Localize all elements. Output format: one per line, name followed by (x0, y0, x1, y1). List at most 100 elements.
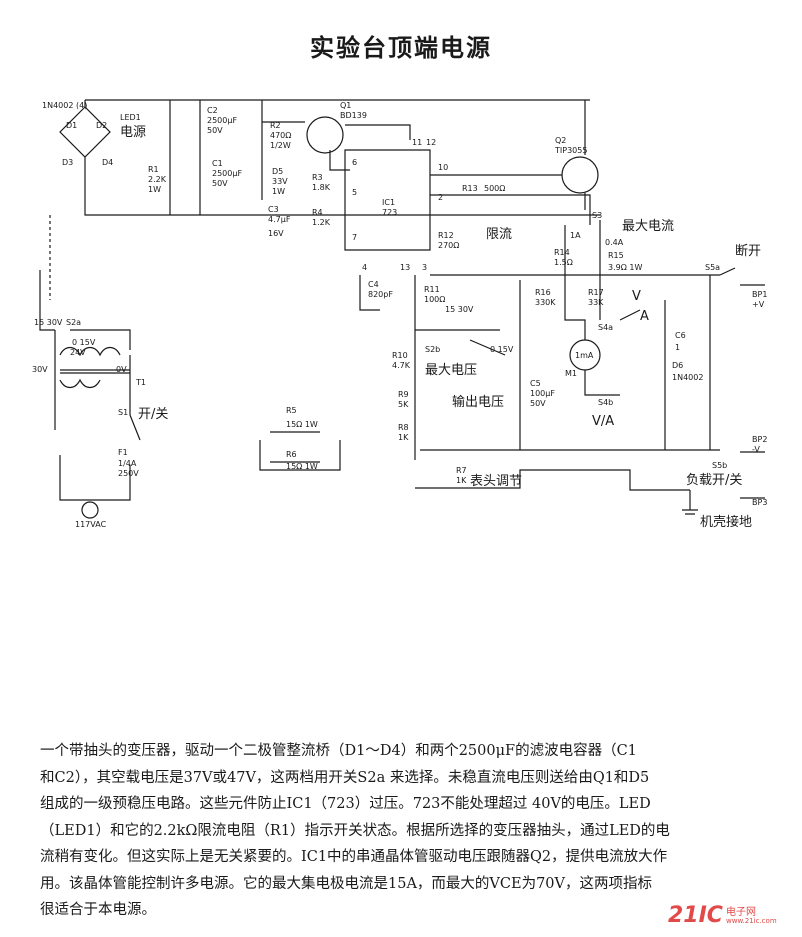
watermark-logo: 21IC 电子网 www.21ic.com (668, 901, 788, 931)
label-q2-part: TIP3055 (554, 146, 587, 155)
label-c4: C4 (368, 280, 379, 289)
label-bp1-pol: +V (752, 300, 765, 309)
label-04a: 0.4A (605, 238, 624, 247)
label-r2-val1: 470Ω (270, 131, 291, 140)
label-pin-3: 3 (422, 263, 427, 272)
label-tap-0v: 0V (116, 365, 127, 374)
label-d5-val1: 33V (272, 177, 288, 186)
label-c6-val: 1 (675, 343, 680, 352)
label-c2-val1: 2500μF (207, 116, 237, 125)
label-tap-24v: 24V (70, 348, 86, 357)
watermark-cn: 电子网 (726, 907, 756, 918)
label-pin-11: 11 (412, 138, 422, 147)
label-s5b: S5b (712, 461, 727, 470)
label-r1-val2: 1W (148, 185, 161, 194)
watermark-brand: 21IC (668, 903, 723, 928)
label-meter: 1mA (575, 351, 594, 360)
label-r1: R1 (148, 165, 159, 174)
label-d5-val2: 1W (272, 187, 285, 196)
label-f1-val2: 250V (118, 469, 139, 478)
label-s1: S1 (118, 408, 128, 417)
label-s2a-volts: 15 30V (34, 318, 63, 327)
label-bp3: BP3 (752, 498, 767, 507)
label-c1: C1 (212, 159, 223, 168)
label-s4b: S4b (598, 398, 613, 407)
label-q1-part: BD139 (340, 111, 367, 120)
label-meter-adj-cn: 表头调节 (470, 474, 522, 489)
label-bp1: BP1 (752, 290, 767, 299)
label-s4a: S4a (598, 323, 613, 332)
label-pin-2: 2 (438, 193, 443, 202)
label-t1: T1 (135, 378, 146, 387)
label-pin-6: 6 (352, 158, 357, 167)
label-c3-val2: 16V (268, 229, 284, 238)
label-v: V (632, 289, 641, 304)
label-load-switch-cn: 负载开/关 (686, 473, 742, 488)
description-line: 一个带抽头的变压器，驱动一个二极管整流桥（D1～D4）和两个2500μF的滤波电… (40, 743, 637, 759)
label-r14: R14 (554, 248, 570, 257)
label-r5-val: 15Ω 1W (286, 420, 318, 429)
label-diode-bridge: 1N4002 (4) (42, 101, 87, 110)
label-f1-val1: 1/4A (118, 459, 137, 468)
label-max-voltage-cn: 最大电压 (425, 363, 477, 378)
label-d1: D1 (66, 121, 77, 130)
label-c3: C3 (268, 205, 279, 214)
description-line: 用。该晶体管能控制许多电源。它的最大集电极电流是15A，而最大的VCE为70V，… (40, 875, 652, 892)
description-text: 一个带抽头的变压器，驱动一个二极管整流桥（D1～D4）和两个2500μF的滤波电… (40, 738, 770, 924)
label-r12-val: 270Ω (438, 241, 459, 250)
label-r11-val: 100Ω (424, 295, 445, 304)
label-d4: D4 (102, 158, 113, 167)
label-c1-val1: 2500μF (212, 169, 242, 178)
label-bp2: BP2 (752, 435, 767, 444)
label-c6: C6 (675, 331, 686, 340)
description-line: 组成的一级预稳压电路。这些元件防止IC1（723）过压。723不能处理超过 40… (40, 796, 651, 812)
description-line: 很适合于本电源。 (40, 902, 156, 918)
label-r7-val: 1K (456, 476, 467, 485)
label-f1: F1 (118, 448, 128, 457)
label-c5-val1: 100μF (530, 389, 555, 398)
label-mains: 117VAC (75, 520, 107, 529)
label-r13: R13 (462, 184, 478, 193)
label-r9-val: 5K (398, 400, 409, 409)
label-output-voltage-cn: 输出电压 (452, 394, 504, 410)
label-s2a: S2a (66, 318, 81, 327)
label-ic1: IC1 (382, 198, 395, 207)
label-r2: R2 (270, 121, 281, 130)
label-q1: Q1 (340, 101, 351, 110)
label-off-cn: 断开 (735, 244, 761, 259)
label-s5a: S5a (705, 263, 720, 272)
label-pin-5: 5 (352, 188, 357, 197)
label-c5-val2: 50V (530, 399, 546, 408)
label-v015: 0 15V (490, 345, 514, 354)
label-r12: R12 (438, 231, 454, 240)
label-r15-val: 3.9Ω 1W (608, 263, 642, 272)
label-led1: LED1 (120, 113, 141, 122)
label-chassis-gnd-cn: 机壳接地 (700, 514, 752, 530)
label-power-cn: 电源 (120, 125, 146, 140)
label-tap-015v: 0 15V (72, 338, 96, 347)
label-r15: R15 (608, 251, 624, 260)
label-s3: S3 (592, 211, 602, 220)
label-tap-30v: 30V (32, 365, 48, 374)
label-r16: R16 (535, 288, 551, 297)
label-r4: R4 (312, 208, 323, 217)
label-r7: R7 (456, 466, 467, 475)
label-c1-val2: 50V (212, 179, 228, 188)
label-r4-val: 1.2K (312, 218, 331, 227)
label-pin-13: 13 (400, 263, 410, 272)
label-r13-val: 500Ω (484, 184, 505, 193)
label-pin-4: 4 (362, 263, 367, 272)
label-c3-val1: 4.7μF (268, 215, 291, 224)
label-pin-12: 12 (426, 138, 436, 147)
label-pin-10: 10 (438, 163, 448, 172)
label-c2: C2 (207, 106, 218, 115)
label-r9: R9 (398, 390, 409, 399)
label-s2b: S2b (425, 345, 440, 354)
label-r8-val: 1K (398, 433, 409, 442)
label-a: A (640, 309, 649, 324)
label-d5: D5 (272, 167, 283, 176)
label-r6-val: 15Ω 1W (286, 462, 318, 471)
label-1a: 1A (570, 231, 581, 240)
label-d2: D2 (96, 121, 107, 130)
description-line: 流稍有变化。但这实际上是无关紧要的。IC1中的串通晶体管驱动电压跟随器Q2，提供… (40, 849, 668, 865)
